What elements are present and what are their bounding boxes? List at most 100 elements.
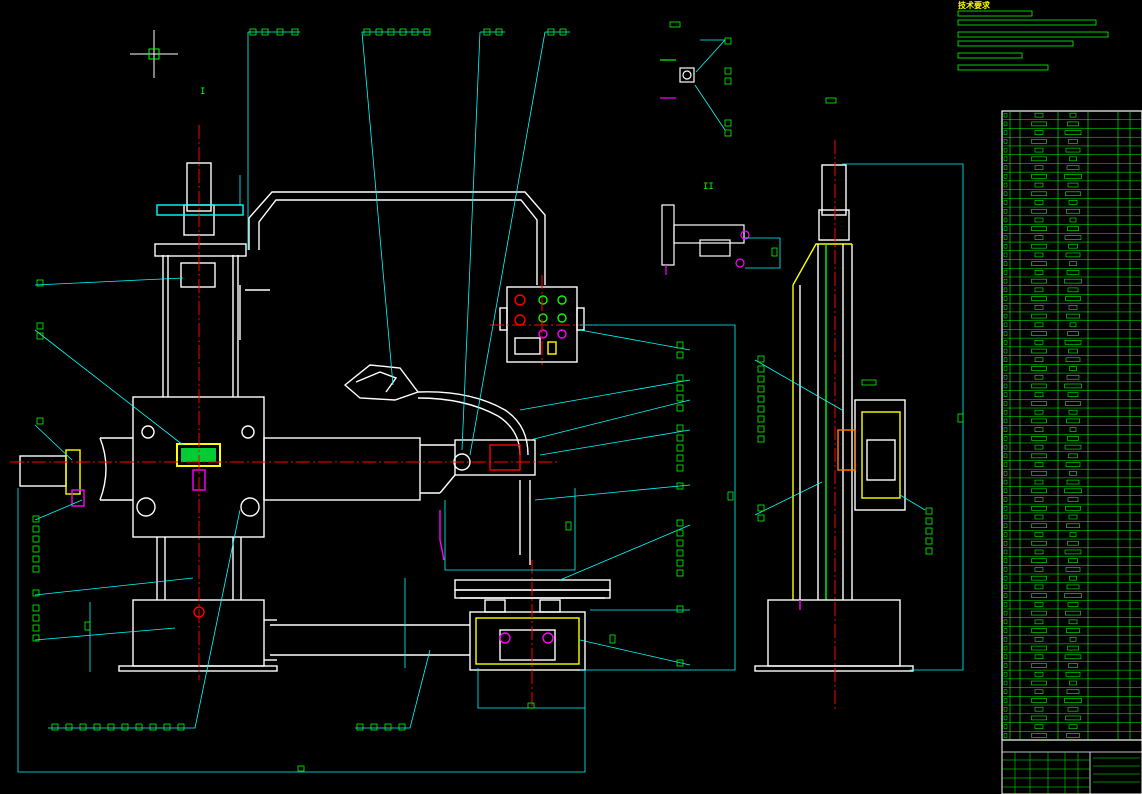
parts-table-cell — [1068, 514, 1078, 520]
parts-table-cell — [1067, 645, 1079, 651]
front-elevation-view — [19, 162, 470, 672]
torch-arm — [343, 364, 536, 565]
parts-table-cell — [1031, 191, 1047, 197]
parts-table-cell — [1031, 488, 1047, 494]
cable-duct — [239, 191, 546, 340]
detail-I — [660, 59, 695, 99]
parts-table-cell — [1034, 619, 1044, 625]
parts-table-cell — [1069, 427, 1077, 432]
parts-table-cell — [1031, 243, 1047, 249]
parts-table-cell — [1064, 340, 1082, 345]
parts-table-cell — [1068, 348, 1078, 354]
parts-table-cell — [1031, 663, 1047, 668]
parts-table-cell — [1068, 243, 1078, 249]
parts-table-cell — [1066, 270, 1080, 275]
parts-table-cell — [1067, 121, 1079, 127]
parts-table-cell — [1031, 401, 1047, 406]
parts-table-cell — [1065, 506, 1081, 511]
parts-table-cell — [1034, 270, 1044, 275]
parts-table-cell — [1066, 165, 1080, 170]
parts-table-cell — [1031, 540, 1047, 546]
parts-table-cell — [1065, 147, 1081, 153]
parts-table-cell — [1031, 418, 1047, 424]
technical-requirements-notes: 技术要求 — [957, 0, 1109, 71]
parts-table-cell — [1065, 610, 1081, 616]
parts-table-cell — [1067, 392, 1079, 397]
crosshair-cursor — [130, 30, 178, 78]
parts-table-cell — [1069, 366, 1077, 371]
parts-table-cell — [1065, 671, 1081, 677]
parts-table-cell — [1068, 305, 1078, 310]
section-mark-detail-1: I — [200, 87, 205, 97]
parts-table-cell — [1031, 139, 1047, 144]
parts-table-cell — [1069, 112, 1077, 118]
callout-labels — [32, 21, 964, 772]
parts-table-cell — [1034, 409, 1044, 415]
parts-table-cell — [1064, 444, 1082, 450]
parts-table-cell — [1031, 174, 1047, 179]
parts-table-cell — [1034, 112, 1044, 118]
parts-table-cell — [1034, 130, 1044, 135]
parts-table-cell — [1034, 340, 1044, 345]
parts-table-cell — [1068, 409, 1078, 415]
parts-table-cell — [1031, 453, 1047, 459]
parts-table-cell — [1031, 610, 1047, 616]
parts-table-cell — [1031, 506, 1047, 511]
parts-table-cell — [1069, 261, 1077, 266]
parts-table-cell — [1031, 733, 1047, 738]
parts-table-cell — [1065, 462, 1081, 467]
parts-table-cell — [1031, 313, 1047, 319]
parts-table-cell — [1066, 313, 1080, 319]
parts-table-cell — [1034, 427, 1044, 432]
parts-table-cell — [1034, 147, 1044, 153]
parts-table-cell — [1031, 628, 1047, 633]
parts-table-cell — [1031, 331, 1047, 336]
parts-table-cell — [1031, 156, 1047, 162]
parts-table-cell — [1064, 235, 1082, 240]
parts-table-cell — [1034, 444, 1044, 450]
parts-table-cell — [1034, 497, 1044, 502]
parts-table-cell — [1066, 584, 1080, 590]
parts-table-cell — [1069, 637, 1077, 642]
parts-table-cell — [1034, 724, 1044, 729]
parts-table-cell — [1067, 436, 1079, 441]
technical-requirements-heading: 技术要求 — [958, 0, 991, 10]
parts-table-cell — [1069, 471, 1077, 476]
parts-table-cell — [1031, 558, 1047, 563]
parts-table-cell — [1034, 654, 1044, 660]
parts-list-table — [1001, 110, 1142, 794]
parts-table-cell — [1034, 637, 1044, 642]
parts-table-cell — [1031, 226, 1047, 231]
parts-table-cell — [1064, 174, 1082, 179]
parts-table-cell — [1034, 706, 1044, 712]
parts-table-cell — [1069, 680, 1077, 686]
leader-lines — [17, 31, 964, 773]
parts-table-cell — [1064, 549, 1082, 555]
side-elevation-view — [754, 164, 914, 672]
section-mark-detail-2: II — [703, 182, 714, 192]
parts-table-cell — [1066, 418, 1080, 424]
parts-table-cell — [1066, 523, 1080, 529]
parts-table-cell — [1031, 121, 1047, 127]
parts-table-cell — [1068, 139, 1078, 144]
parts-table-cell — [1031, 383, 1047, 389]
parts-table-cell — [1034, 287, 1044, 293]
parts-table-cell — [1034, 322, 1044, 328]
parts-table-cell — [1034, 392, 1044, 397]
parts-table-cell — [1064, 698, 1082, 703]
parts-table-cell — [1034, 165, 1044, 170]
parts-table-cell — [1034, 602, 1044, 607]
parts-table-cell — [1064, 593, 1082, 598]
parts-table-cell — [1069, 217, 1077, 223]
parts-table-cell — [1068, 453, 1078, 459]
parts-table-cell — [1068, 663, 1078, 668]
parts-table-cell — [1066, 374, 1080, 380]
parts-table-cell — [1034, 252, 1044, 258]
parts-table-cell — [1066, 733, 1080, 738]
parts-table-cell — [1065, 252, 1081, 258]
parts-table-cell — [1067, 287, 1079, 293]
parts-table-cell — [1031, 366, 1047, 371]
parts-table-cell — [1034, 584, 1044, 590]
parts-table-cell — [1067, 497, 1079, 502]
parts-table-cell — [1069, 532, 1077, 537]
